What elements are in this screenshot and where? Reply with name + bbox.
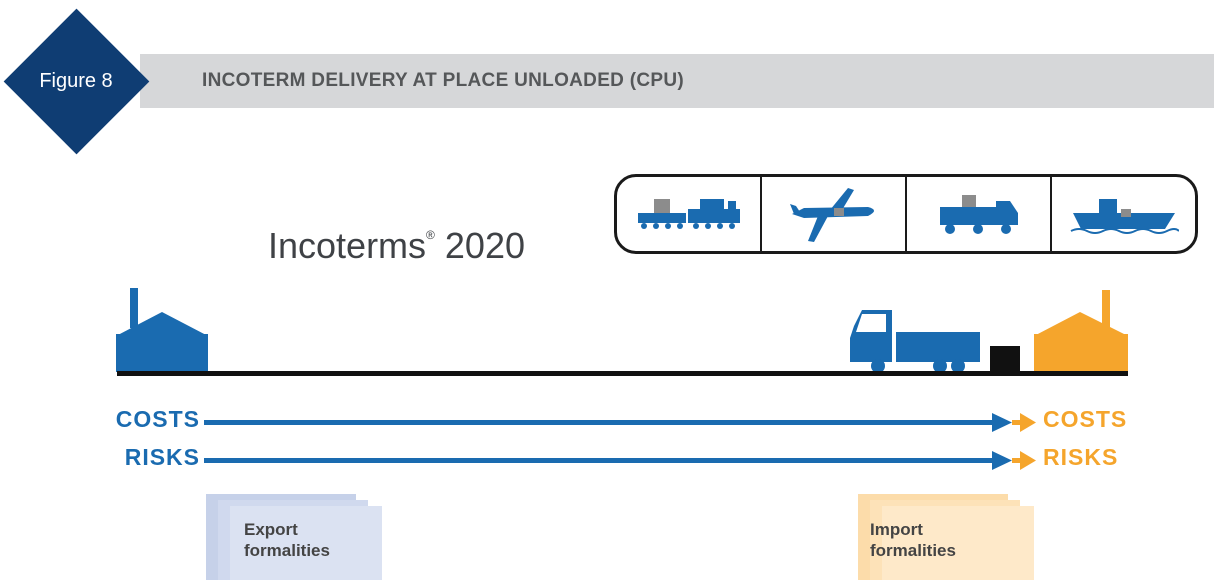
delivery-route-line: [117, 371, 1128, 376]
unloaded-cargo-box: [990, 346, 1020, 374]
incoterms-year: 2020: [444, 225, 525, 266]
figure-title: INCOTERM DELIVERY AT PLACE UNLOADED (CPU…: [202, 70, 685, 91]
transport-modes-box: [614, 174, 1198, 254]
costs-arrow: [204, 413, 1036, 432]
export-label-line2: formalities: [244, 541, 330, 560]
train-icon: [637, 199, 740, 229]
transport-cell-truck: [907, 177, 1052, 251]
import-label-line1: Import: [870, 520, 923, 539]
buyer-costs-label: COSTS: [1043, 406, 1128, 432]
delivery-truck-icon: [850, 310, 980, 373]
buyer-risks-label: RISKS: [1043, 444, 1119, 470]
export-documents-icon: [206, 494, 382, 580]
import-documents-icon: [858, 494, 1034, 580]
export-label-line1: Export: [244, 520, 298, 539]
incoterms-brand: Incoterms: [268, 225, 427, 266]
risks-arrow: [204, 451, 1036, 470]
figure-title-bar: [140, 54, 1214, 108]
import-label-line2: formalities: [870, 541, 956, 560]
seller-warehouse-icon: [116, 288, 208, 372]
airplane-icon: [789, 188, 874, 242]
export-formalities-label: Export formalities: [244, 519, 330, 561]
transport-cell-air: [762, 177, 907, 251]
seller-costs-label: COSTS: [115, 406, 200, 432]
buyer-warehouse-icon: [1034, 290, 1128, 372]
ship-icon: [1070, 199, 1179, 234]
incoterms-heading: Incoterms® 2020: [268, 225, 525, 267]
transport-cell-train: [617, 177, 762, 251]
registered-mark: ®: [426, 228, 435, 242]
seller-risks-label: RISKS: [124, 444, 200, 470]
import-formalities-label: Import formalities: [870, 519, 956, 561]
transport-cell-ship: [1052, 177, 1195, 251]
truck-icon: [939, 195, 1018, 234]
figure-label: Figure 8: [39, 70, 113, 92]
